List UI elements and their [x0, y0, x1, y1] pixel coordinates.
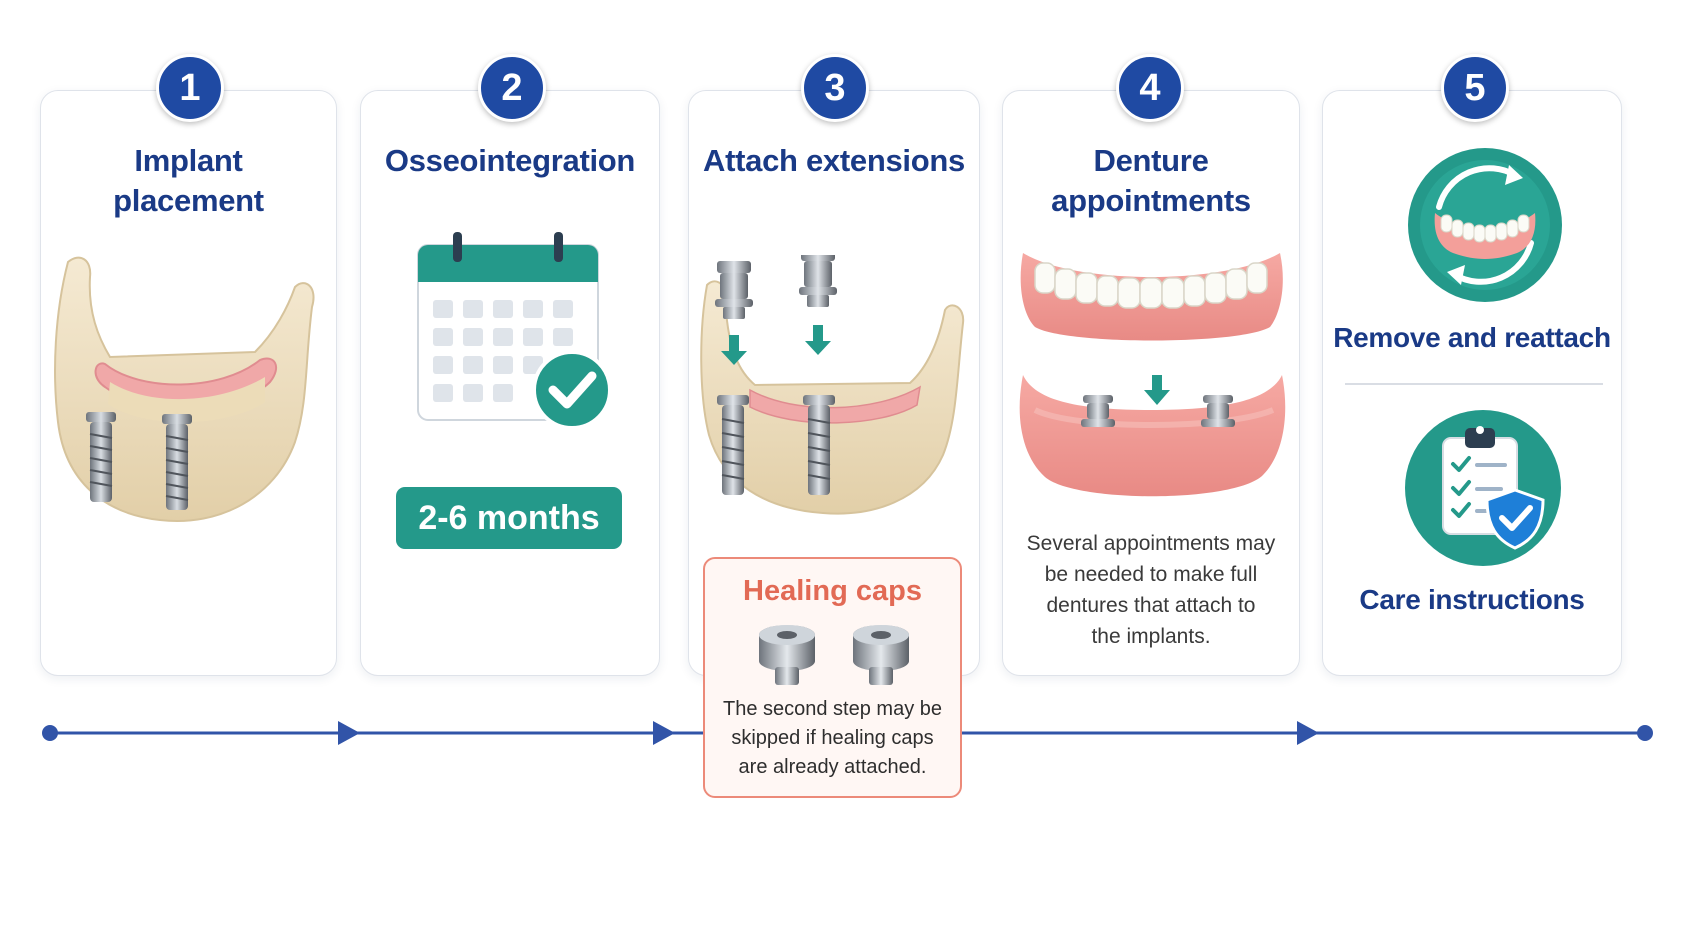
timeline-end-dot	[1637, 725, 1653, 741]
clipboard-shield-icon	[1405, 410, 1561, 566]
step-badge-4: 4	[1116, 54, 1184, 122]
jaw-with-implants-icon	[54, 256, 315, 522]
step-badge-5: 5	[1441, 54, 1509, 122]
step-5-label-bottom: Care instructions	[1359, 584, 1585, 615]
rotate-arrows-icon	[1408, 148, 1562, 302]
timeline-start-dot	[42, 725, 58, 741]
step-4-title: Denture appointments	[1051, 143, 1251, 218]
timeline-arrow-2	[653, 721, 675, 745]
step-2-title: Osseointegration	[384, 143, 636, 178]
abutment-extension-icon	[700, 255, 965, 515]
timeline-arrow-1	[338, 721, 360, 745]
timeline-arrow-3	[1297, 721, 1319, 745]
note-text: The second step may be skipped if healin…	[722, 698, 942, 778]
calendar-check-icon	[417, 232, 612, 430]
duration-badge: 2-6 months	[396, 487, 622, 549]
step-3-title: Attach extensions	[703, 143, 965, 178]
step-badge-3: 3	[801, 54, 869, 122]
note-title: Healing caps	[743, 575, 922, 607]
step-badge-1: 1	[156, 54, 224, 122]
step-5-divider	[1345, 383, 1603, 385]
denture-on-implants-icon	[1019, 253, 1286, 497]
step-badge-2: 2	[478, 54, 546, 122]
step-4-description: Several appointments may be needed to ma…	[1026, 532, 1276, 648]
step-1-title: Implant placement	[113, 143, 264, 218]
step-5-label-top: Remove and reattach	[1333, 322, 1611, 353]
step-card-4: Denture appointments	[1002, 90, 1300, 676]
healing-caps-note: Healing caps The second step may be	[703, 557, 962, 798]
healing-cap-icon	[759, 625, 909, 685]
